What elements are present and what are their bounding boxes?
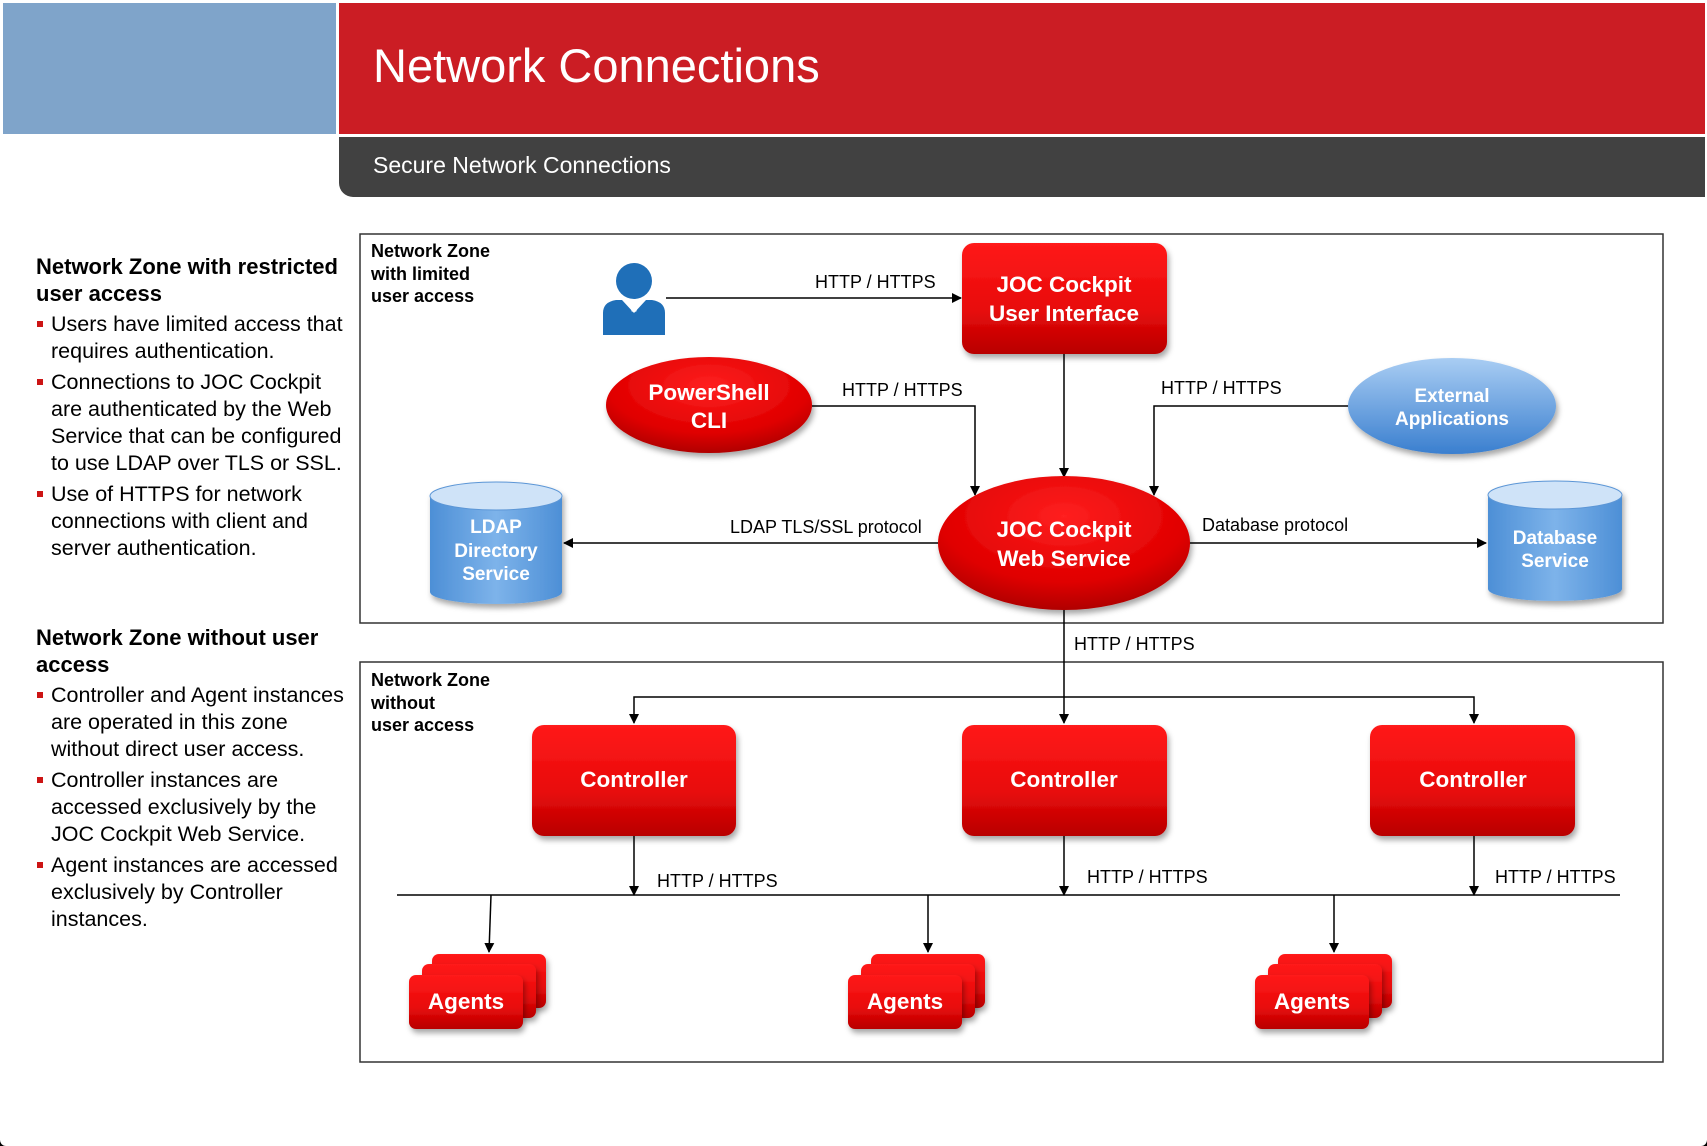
header-subtitle-bar: [339, 137, 1705, 197]
sidebar-bullet: Use of HTTPS for network connections wit…: [36, 481, 346, 562]
agents-3-label: Agents: [1274, 989, 1350, 1014]
web-service-label-1: JOC Cockpit: [996, 517, 1132, 542]
agents-1-label: Agents: [428, 989, 504, 1014]
ldap-label-3: Service: [462, 564, 530, 585]
database-service-node[interactable]: Database Service: [1487, 480, 1623, 601]
label-powershell-to-ws: HTTP / HTTPS: [842, 380, 963, 400]
label-controller-1-to-agents: HTTP / HTTPS: [657, 871, 778, 891]
label-database-protocol: Database protocol: [1202, 515, 1348, 535]
sidebar-section-title: Network Zone with restricted user access: [36, 254, 338, 306]
database-label-1: Database: [1513, 528, 1598, 549]
zone-without-label-1: Network Zone: [371, 670, 490, 690]
controller-node-3[interactable]: Controller: [1370, 725, 1575, 836]
zone-limited-label-3: user access: [371, 286, 474, 306]
agents-2-label: Agents: [867, 989, 943, 1014]
external-label-2: Applications: [1395, 409, 1509, 430]
ldap-directory-node[interactable]: LDAP Directory Service: [429, 481, 563, 604]
arrow-web-service-to-controller-3: [1064, 696, 1479, 724]
sidebar-section-title: Network Zone without user access: [36, 625, 319, 677]
controller-1-label: Controller: [580, 767, 688, 792]
zone-limited-access: [359, 233, 1664, 624]
external-applications-node[interactable]: External Applications: [1348, 358, 1556, 454]
zone-without-label-2: without: [370, 693, 435, 713]
zone-limited-label-1: Network Zone: [371, 241, 490, 261]
sidebar-section-without-access: Network Zone without user access Control…: [36, 624, 346, 937]
sidebar-bullet: Connections to JOC Cockpit are authentic…: [36, 369, 346, 477]
header-accent-block: [3, 3, 336, 134]
label-controller-3-to-agents: HTTP / HTTPS: [1495, 867, 1616, 887]
joc-ui-label-2: User Interface: [989, 301, 1139, 326]
external-label-1: External: [1415, 386, 1490, 407]
joc-cockpit-ui-node[interactable]: JOC Cockpit User Interface: [962, 243, 1167, 354]
agents-stack-3[interactable]: Agents: [1255, 954, 1392, 1029]
label-ldap-protocol: LDAP TLS/SSL protocol: [730, 517, 922, 537]
header-title-bar: [339, 3, 1705, 134]
user-icon: [603, 263, 665, 335]
agents-stack-2[interactable]: Agents: [848, 954, 985, 1029]
database-label-2: Service: [1521, 551, 1589, 572]
sidebar-bullet: Agent instances are accessed exclusively…: [36, 852, 346, 933]
sidebar-bullet: Users have limited access that requires …: [36, 311, 346, 365]
arrow-powershell-to-web-service: [812, 405, 980, 496]
label-user-to-ui: HTTP / HTTPS: [815, 272, 936, 292]
joc-cockpit-web-service-node[interactable]: JOC Cockpit Web Service: [938, 476, 1190, 610]
page-title: Network Connections: [373, 39, 820, 92]
agents-stack-1[interactable]: Agents: [409, 954, 546, 1029]
arrow-web-service-to-controller-1: [629, 696, 1064, 724]
controller-2-label: Controller: [1010, 767, 1118, 792]
powershell-cli-node[interactable]: PowerShell CLI: [606, 357, 812, 453]
label-controller-2-to-agents: HTTP / HTTPS: [1087, 867, 1208, 887]
zone-without-access: [359, 661, 1664, 1063]
web-service-label-2: Web Service: [997, 546, 1130, 571]
powershell-label-1: PowerShell: [648, 380, 769, 405]
arrow-external-to-web-service: [1149, 405, 1350, 496]
controller-node-1[interactable]: Controller: [532, 725, 736, 836]
zone-without-label-3: user access: [371, 715, 474, 735]
joc-ui-label-1: JOC Cockpit: [996, 272, 1132, 297]
sidebar-bullet: Controller instances are accessed exclus…: [36, 767, 346, 848]
zone-limited-label-2: with limited: [370, 264, 470, 284]
ldap-label-1: LDAP: [470, 517, 522, 538]
powershell-label-2: CLI: [691, 408, 727, 433]
sidebar-bullet: Controller and Agent instances are opera…: [36, 682, 346, 763]
sidebar-bullet-list: Controller and Agent instances are opera…: [36, 682, 346, 933]
sidebar-section-restricted: Network Zone with restricted user access…: [36, 253, 346, 566]
label-ws-to-controllers: HTTP / HTTPS: [1074, 634, 1195, 654]
page-subtitle: Secure Network Connections: [373, 152, 671, 178]
controller-3-label: Controller: [1419, 767, 1527, 792]
arrow-bus-to-agents-1: [484, 894, 495, 953]
ldap-label-2: Directory: [454, 541, 538, 562]
controller-node-2[interactable]: Controller: [962, 725, 1167, 836]
sidebar-bullet-list: Users have limited access that requires …: [36, 311, 346, 562]
label-external-to-ws: HTTP / HTTPS: [1161, 378, 1282, 398]
